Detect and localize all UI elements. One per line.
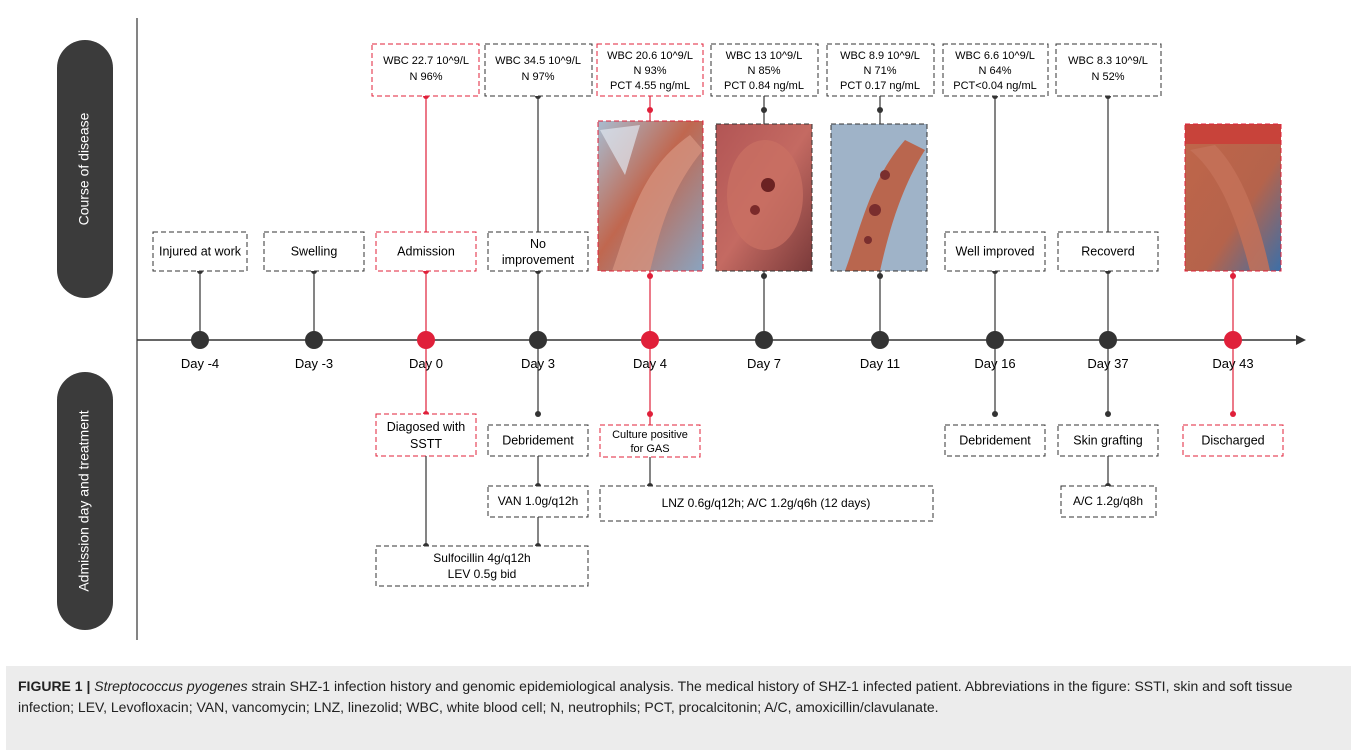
timeline-diagram: Course of disease Admission day and trea… bbox=[57, 18, 1306, 640]
photo-day-7 bbox=[715, 123, 813, 272]
caption-text: strain SHZ-1 infection history and genom… bbox=[18, 678, 1293, 715]
lab-line: PCT 0.17 ng/mL bbox=[840, 80, 920, 92]
side-pill-bottom: Admission day and treatment bbox=[57, 372, 113, 630]
lab-box-day-4 bbox=[596, 43, 704, 97]
drug-label: VAN 1.0g/q12h bbox=[498, 494, 579, 508]
day-node-16 bbox=[986, 331, 1004, 349]
day-label: Day 37 bbox=[1087, 356, 1128, 371]
photo-day-4 bbox=[597, 120, 704, 272]
lab-box-day-11 bbox=[826, 43, 935, 97]
treatment-line: Culture positive bbox=[612, 429, 688, 441]
treatment-line: Debridement bbox=[502, 433, 574, 447]
lab-box-day-7 bbox=[710, 43, 819, 97]
caption-lead: FIGURE 1 | bbox=[18, 678, 95, 694]
drug-box-van bbox=[487, 485, 589, 518]
treatment-line: Diagosed with bbox=[387, 420, 466, 434]
lab-line: WBC 13 10^9/L bbox=[726, 50, 803, 62]
lab-box-day-0 bbox=[371, 43, 480, 97]
day-label: Day 0 bbox=[409, 356, 443, 371]
figure-caption: FIGURE 1 | Streptococcus pyogenes strain… bbox=[6, 666, 1351, 750]
photo-day-43 bbox=[1184, 123, 1282, 272]
lab-line: N 93% bbox=[633, 65, 666, 77]
treatment-line: SSTT bbox=[410, 437, 442, 451]
drug-label: LNZ 0.6g/q12h; A/C 1.2g/q6h (12 days) bbox=[662, 496, 871, 510]
lab-line: WBC 6.6 10^9/L bbox=[955, 50, 1035, 62]
event-label: improvement bbox=[502, 253, 575, 267]
day-label: Day 7 bbox=[747, 356, 781, 371]
day-node-0 bbox=[417, 331, 435, 349]
event-box-day-0 bbox=[375, 231, 477, 272]
event-label: Swelling bbox=[291, 244, 338, 258]
lab-line: N 96% bbox=[409, 71, 442, 83]
event-box-day-16 bbox=[944, 231, 1046, 272]
day-node-11 bbox=[871, 331, 889, 349]
lab-line: N 97% bbox=[521, 71, 554, 83]
side-pill-top: Course of disease bbox=[57, 40, 113, 298]
lab-line: WBC 8.3 10^9/L bbox=[1068, 55, 1148, 67]
day-node-minus-3 bbox=[305, 331, 323, 349]
day-node-minus-4 bbox=[191, 331, 209, 349]
event-box-day-minus-3 bbox=[263, 231, 365, 272]
treatment-box-day-0 bbox=[375, 413, 477, 457]
treatment-box-day-4 bbox=[599, 424, 701, 458]
side-label-bottom: Admission day and treatment bbox=[76, 410, 92, 591]
day-node-3 bbox=[529, 331, 547, 349]
drug-label: Sulfocillin 4g/q12h bbox=[433, 551, 530, 565]
axis-arrow bbox=[1296, 335, 1306, 345]
drug-box-ac bbox=[1060, 485, 1157, 518]
event-label: Recoverd bbox=[1081, 244, 1135, 258]
day-label: Day 43 bbox=[1212, 356, 1253, 371]
lab-line: N 71% bbox=[863, 65, 896, 77]
treatment-box-day-43 bbox=[1182, 424, 1284, 457]
day-label: Day 3 bbox=[521, 356, 555, 371]
day-label: Day 4 bbox=[633, 356, 667, 371]
lab-line: N 64% bbox=[978, 65, 1011, 77]
day-node-37 bbox=[1099, 331, 1117, 349]
event-label: No bbox=[530, 237, 546, 251]
day-label: Day -4 bbox=[181, 356, 219, 371]
day-node-43 bbox=[1224, 331, 1242, 349]
lab-line: PCT 0.84 ng/mL bbox=[724, 80, 804, 92]
treatment-line: Skin grafting bbox=[1073, 433, 1143, 447]
treatment-box-day-16 bbox=[944, 424, 1046, 457]
treatment-line: for GAS bbox=[630, 443, 669, 455]
lab-box-day-37 bbox=[1055, 43, 1162, 97]
treatment-line: Discharged bbox=[1201, 433, 1264, 447]
day-label: Day 16 bbox=[974, 356, 1015, 371]
drug-label: A/C 1.2g/q8h bbox=[1073, 494, 1143, 508]
treatment-box-day-37 bbox=[1057, 424, 1159, 457]
photo-day-11 bbox=[830, 123, 928, 272]
drug-box-sulfocillin bbox=[375, 545, 589, 587]
lab-box-day-3 bbox=[484, 43, 593, 97]
lab-line: WBC 8.9 10^9/L bbox=[840, 50, 920, 62]
drug-box-lnz bbox=[599, 485, 934, 522]
treatment-line: Debridement bbox=[959, 433, 1031, 447]
day-node-4 bbox=[641, 331, 659, 349]
lab-line: WBC 20.6 10^9/L bbox=[607, 50, 693, 62]
lab-line: N 85% bbox=[747, 65, 780, 77]
event-box-day-37 bbox=[1057, 231, 1159, 272]
event-label: Well improved bbox=[956, 244, 1035, 258]
lab-line: WBC 22.7 10^9/L bbox=[383, 55, 469, 67]
drug-label: LEV 0.5g bid bbox=[448, 567, 517, 581]
lab-line: PCT 4.55 ng/mL bbox=[610, 80, 690, 92]
event-box-day-minus-4 bbox=[152, 231, 248, 272]
event-label: Injured at work bbox=[159, 244, 242, 258]
treatment-box-day-3 bbox=[487, 424, 589, 457]
event-label: Admission bbox=[397, 244, 455, 258]
lab-line: PCT<0.04 ng/mL bbox=[953, 80, 1036, 92]
day-label: Day 11 bbox=[860, 356, 900, 371]
caption-species: Streptococcus pyogenes bbox=[94, 678, 248, 694]
lab-box-day-16 bbox=[942, 43, 1049, 97]
day-node-7 bbox=[755, 331, 773, 349]
lab-line: N 52% bbox=[1091, 71, 1124, 83]
event-box-day-3 bbox=[487, 231, 589, 272]
side-label-top: Course of disease bbox=[76, 112, 92, 225]
day-label: Day -3 bbox=[295, 356, 333, 371]
lab-line: WBC 34.5 10^9/L bbox=[495, 55, 581, 67]
